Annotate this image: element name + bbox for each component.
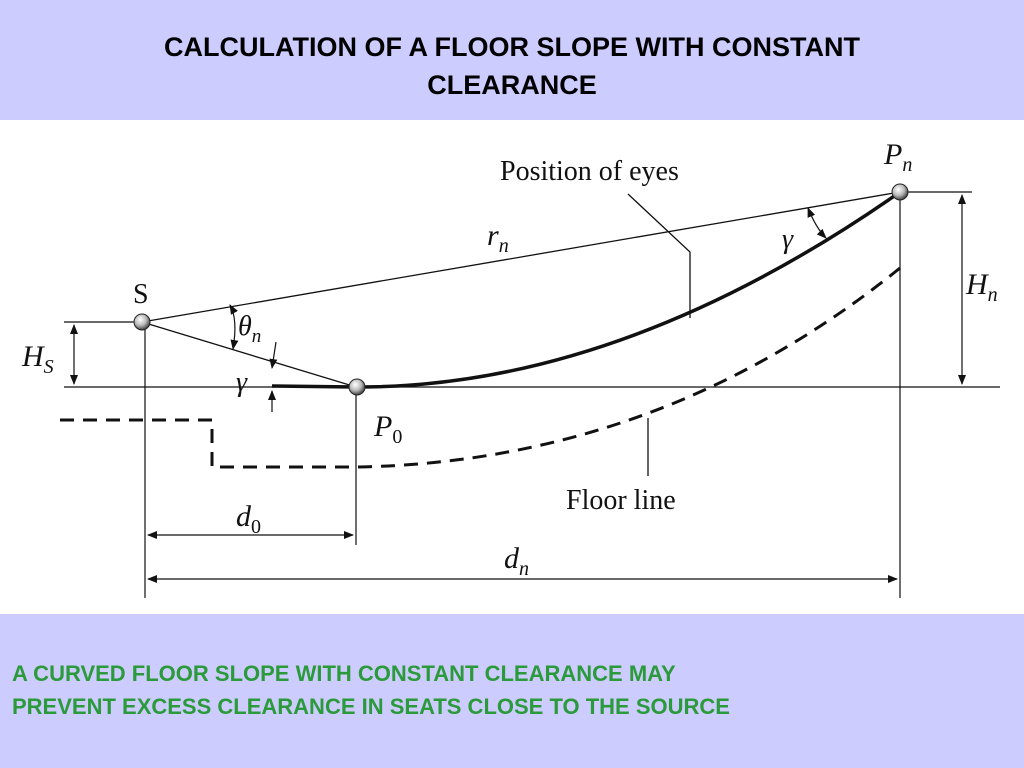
hs-label: HS	[21, 340, 54, 378]
rn-label: rn	[487, 219, 509, 257]
title-line-2: CLEARANCE	[427, 70, 597, 100]
gamma-angle-arc-top	[807, 207, 827, 239]
gamma-arrow-upper	[269, 341, 278, 369]
eye-point-p0	[348, 378, 366, 396]
diagram-canvas: S Position of eyes Floor line Pn P0 rn θ…	[21, 138, 1000, 598]
hn-label: Hn	[965, 268, 998, 306]
position-of-eyes-label: Position of eyes	[500, 156, 679, 187]
slide-caption: A CURVED FLOOR SLOPE WITH CONSTANT CLEAR…	[12, 657, 1012, 723]
caption-line-2: PREVENT EXCESS CLEARANCE IN SEATS CLOSE …	[12, 694, 730, 719]
slide-title: CALCULATION OF A FLOOR SLOPE WITH CONSTA…	[0, 28, 1024, 104]
sight-line-rn	[141, 191, 901, 323]
eye-position-curve	[271, 190, 902, 389]
eye-point-pn	[891, 183, 909, 201]
d0-label: d0	[236, 500, 261, 538]
position-of-eyes-leader	[627, 193, 691, 318]
floor-line-label: Floor line	[566, 485, 676, 516]
gamma-label-right: γ	[782, 224, 794, 255]
sight-line-p0	[141, 321, 357, 388]
dn-label: dn	[504, 542, 529, 580]
theta-angle-arc	[229, 304, 239, 350]
pn-label: Pn	[883, 138, 912, 176]
source-label: S	[133, 279, 149, 310]
floor-line-curve	[60, 266, 901, 469]
title-line-1: CALCULATION OF A FLOOR SLOPE WITH CONSTA…	[164, 32, 860, 62]
theta-label: θn	[238, 311, 261, 347]
caption-line-1: A CURVED FLOOR SLOPE WITH CONSTANT CLEAR…	[12, 661, 676, 686]
gamma-label-left: γ	[236, 367, 248, 398]
floor-slope-diagram: S Position of eyes Floor line Pn P0 rn θ…	[0, 120, 1024, 614]
source-point-s	[133, 313, 151, 331]
p0-label: P0	[373, 410, 402, 448]
